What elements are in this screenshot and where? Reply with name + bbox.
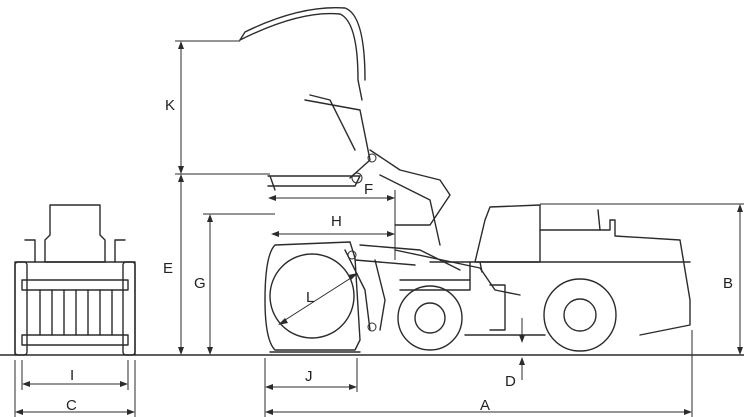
- lowered-grapple: [264, 241, 461, 353]
- dim-G: [203, 213, 275, 355]
- dim-B: [540, 203, 744, 355]
- label-C: C: [66, 397, 77, 414]
- label-H: H: [331, 213, 342, 230]
- label-I: I: [70, 367, 74, 384]
- front-view: [14, 204, 136, 356]
- loader-body: [394, 204, 691, 352]
- dim-E: [178, 174, 184, 355]
- dim-D: [519, 318, 525, 380]
- dim-H: [271, 231, 395, 237]
- dim-L: [278, 273, 358, 325]
- raised-grapple: [239, 7, 451, 246]
- label-G: G: [194, 275, 206, 292]
- label-F: F: [364, 181, 373, 198]
- dim-I: [21, 360, 129, 390]
- label-L: L: [306, 289, 314, 306]
- label-A: A: [480, 397, 490, 414]
- dim-F: [268, 190, 396, 260]
- dim-A: [265, 330, 693, 417]
- dim-C: [14, 360, 136, 417]
- dim-K: [175, 40, 270, 175]
- dim-J: [264, 358, 358, 417]
- label-J: J: [305, 368, 313, 385]
- label-K: K: [165, 97, 175, 114]
- label-D: D: [505, 373, 516, 390]
- label-B: B: [723, 275, 733, 292]
- label-E: E: [163, 260, 173, 277]
